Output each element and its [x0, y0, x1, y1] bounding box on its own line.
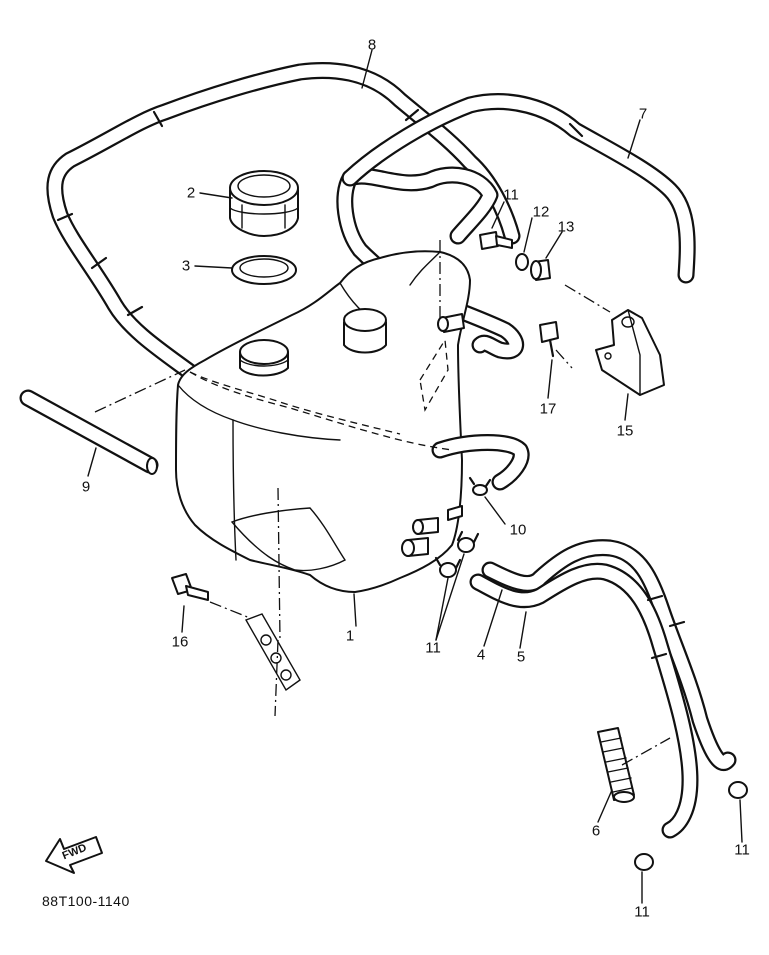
- tank-side-hose: [431, 434, 530, 491]
- callout-11-tank: 11: [425, 639, 441, 657]
- oil-tank-1: [175, 250, 471, 593]
- callout-11-right: 11: [734, 841, 750, 859]
- callout-5: 5: [516, 648, 526, 666]
- callout-17: 17: [539, 400, 557, 418]
- bolt-17: [539, 321, 559, 358]
- leader-lines: [87, 49, 743, 904]
- callout-16: 16: [171, 633, 189, 651]
- clamp-11-right: [728, 781, 748, 799]
- hose-8: [46, 62, 521, 381]
- hose-7: [336, 93, 696, 360]
- mount-plate: [244, 613, 301, 692]
- hose-6: [597, 727, 635, 803]
- callout-10: 10: [509, 521, 527, 539]
- callout-9: 9: [81, 478, 91, 496]
- tank-cap-2: [229, 170, 299, 237]
- callout-1: 1: [345, 627, 355, 645]
- callout-14: 13: [557, 218, 575, 236]
- hidden-hose-path: [189, 371, 453, 451]
- callout-13: 12: [532, 203, 550, 221]
- callout-12: 11: [503, 186, 519, 204]
- washer-13: [515, 253, 529, 271]
- callout-3: 3: [181, 257, 191, 275]
- hose-4-5: [469, 539, 737, 839]
- callout-8: 8: [367, 36, 377, 54]
- clamp-10: [468, 476, 492, 496]
- callout-6: 6: [591, 822, 601, 840]
- callout-15: 15: [616, 422, 634, 440]
- pipe-9: [19, 389, 159, 475]
- collar-14: [530, 259, 551, 281]
- gasket-3: [231, 255, 297, 285]
- bolt-12: [479, 231, 513, 250]
- callout-7: 7: [638, 105, 648, 123]
- center-lines: [94, 240, 671, 766]
- bolt-16: [171, 573, 209, 601]
- callout-2: 2: [186, 184, 196, 202]
- diagram-code: 88T100-1140: [42, 893, 130, 909]
- bracket-15: [595, 309, 665, 396]
- callout-4: 4: [476, 646, 486, 664]
- callout-11-bottom: 11: [634, 903, 650, 921]
- clamp-11-bottom: [634, 853, 654, 871]
- clamps-11: [434, 530, 480, 578]
- fwd-arrow-icon: [45, 836, 103, 874]
